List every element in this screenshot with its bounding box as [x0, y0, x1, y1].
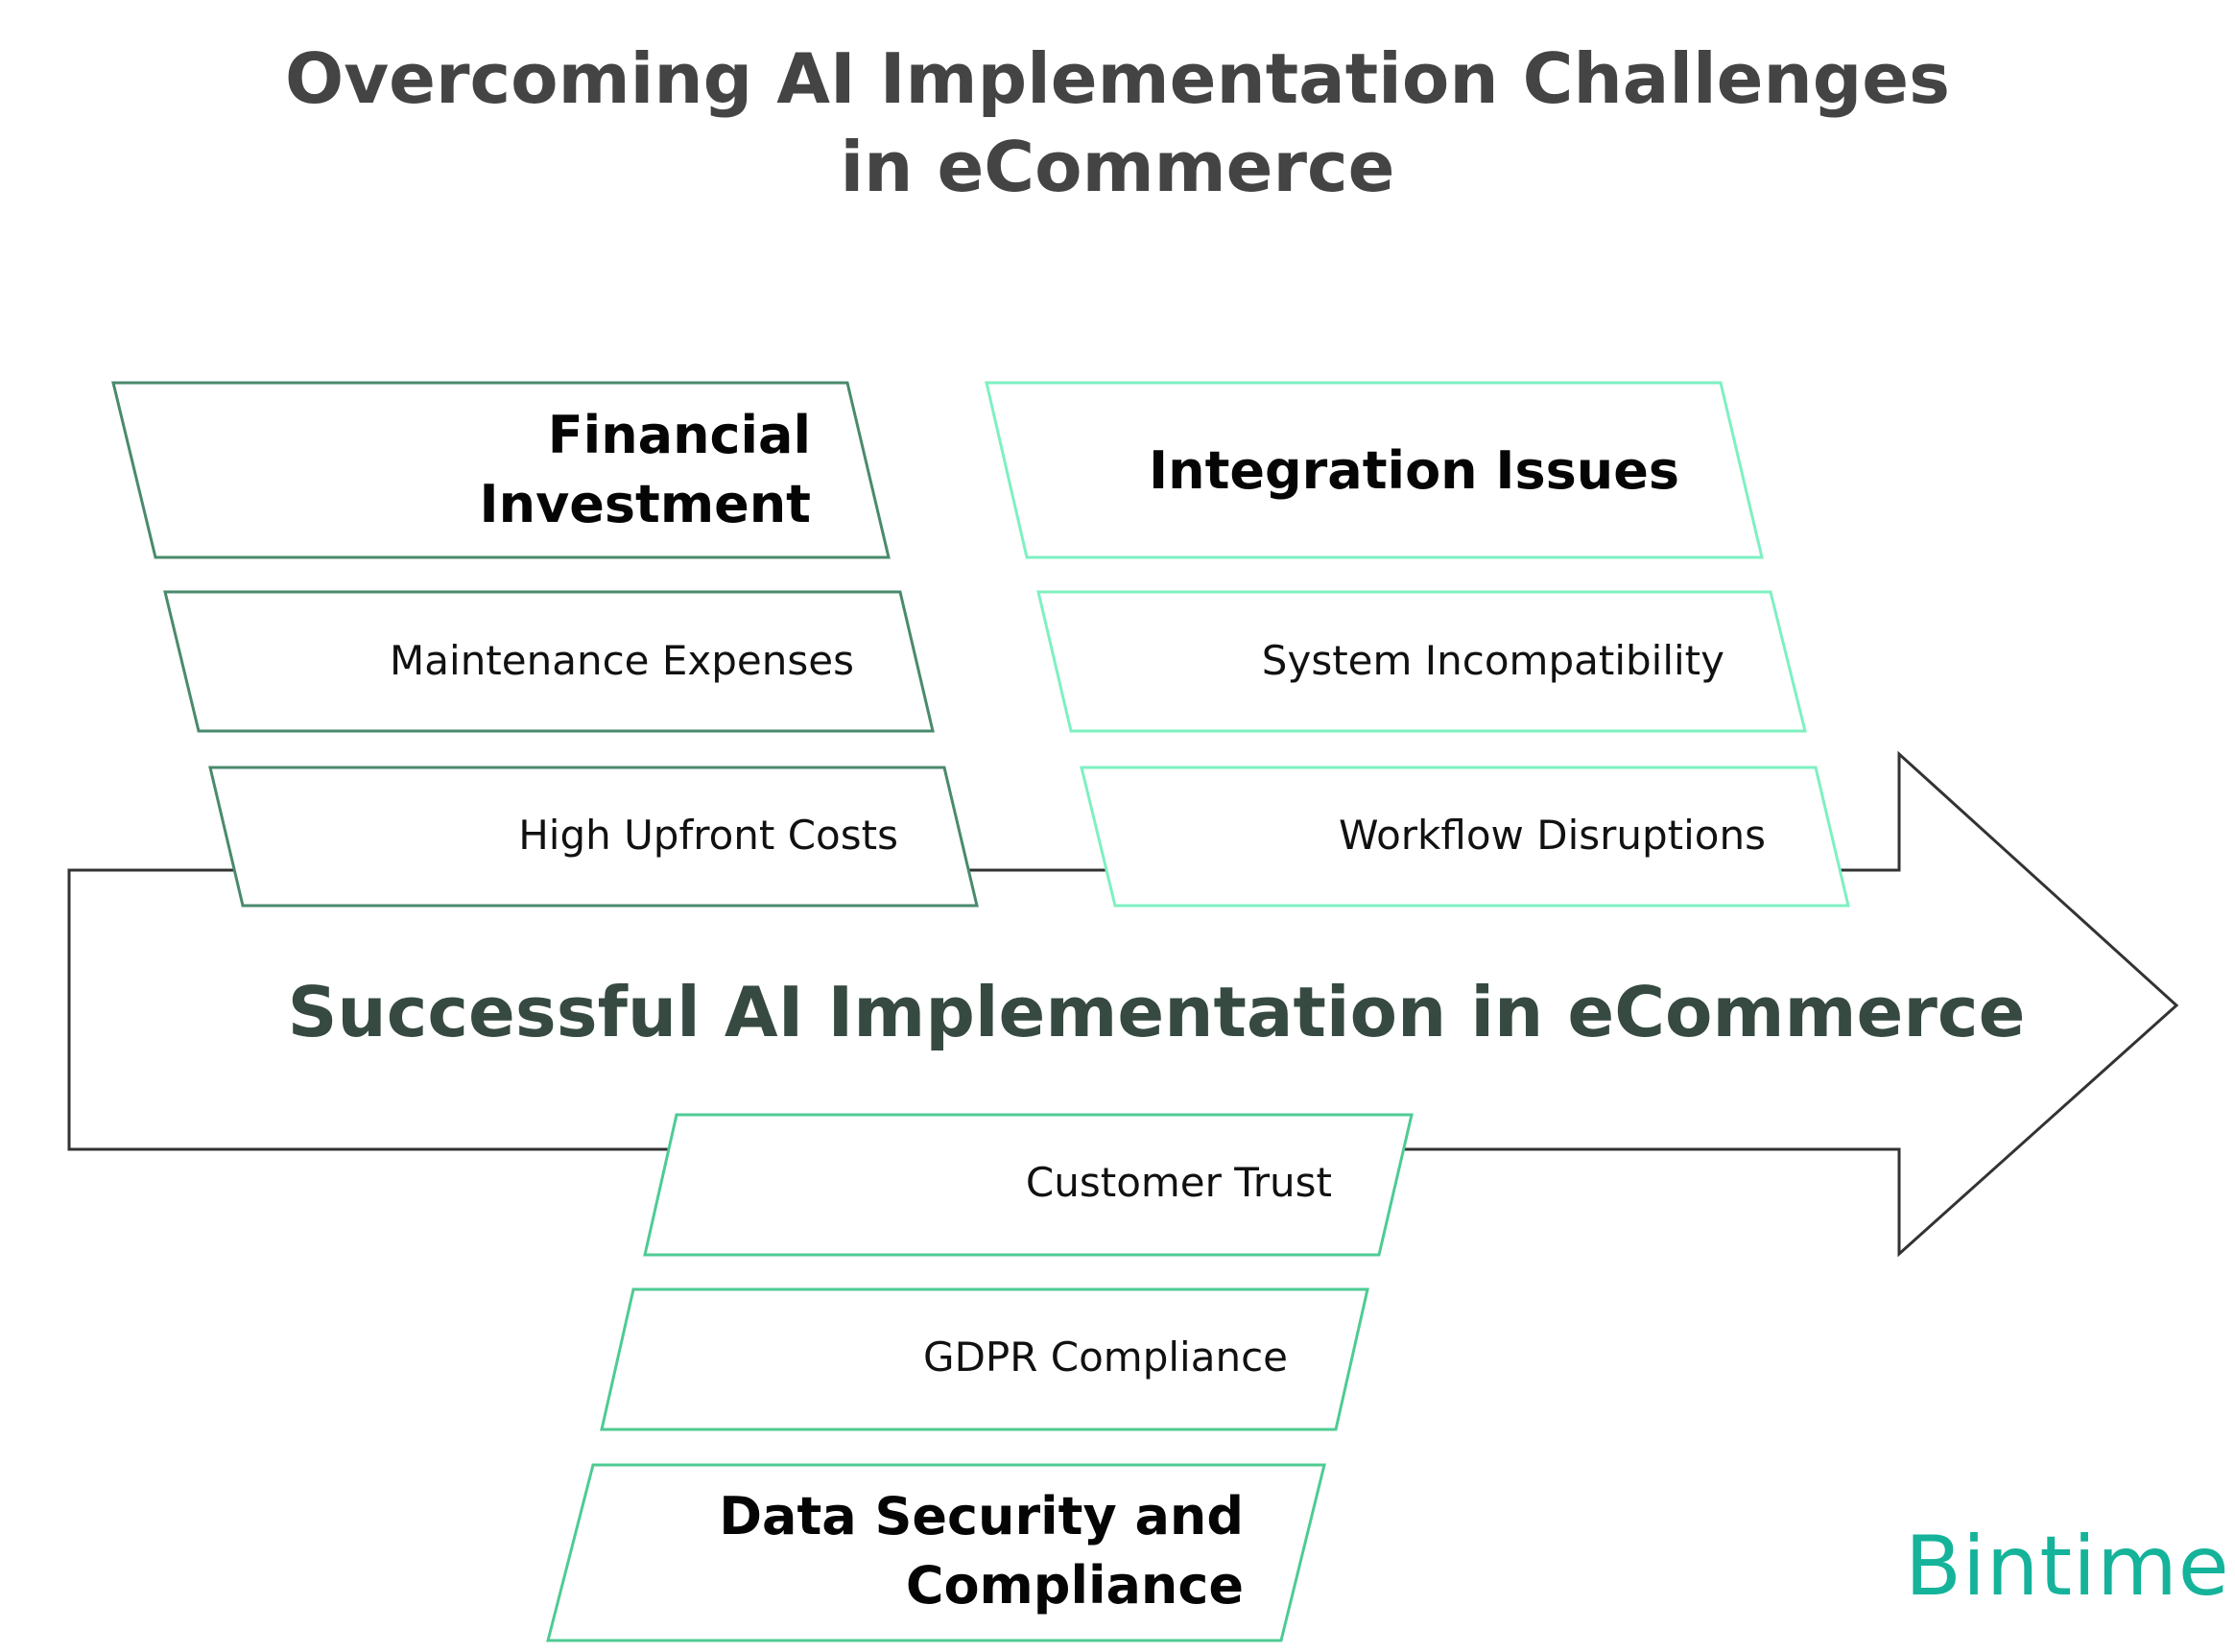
integration-issues-heading: Integration Issues: [1056, 437, 1679, 506]
high-upfront-costs-label: High Upfront Costs: [518, 812, 898, 859]
gdpr-compliance-box: [600, 1287, 1369, 1431]
maintenance-expenses-box: [163, 590, 935, 733]
system-incompatibility-label: System Incompatibility: [1261, 637, 1724, 684]
system-incompatibility-box: [1036, 590, 1807, 733]
heading-line-2: Investment: [479, 474, 811, 534]
gdpr-compliance-label: GDPR Compliance: [923, 1333, 1288, 1381]
heading-line-1: Financial: [547, 405, 811, 465]
customer-trust-label: Customer Trust: [1025, 1159, 1332, 1206]
data-security-compliance-box: [546, 1463, 1326, 1642]
heading-line-2: Compliance: [905, 1555, 1244, 1616]
integration-issues-box: [985, 381, 1764, 559]
heading-line-1: Data Security and: [719, 1486, 1244, 1546]
page-title: Overcoming AI Implementation Challenges …: [0, 35, 2235, 211]
workflow-disruptions-label: Workflow Disruptions: [1339, 812, 1766, 859]
heading-line-1: Integration Issues: [1149, 440, 1679, 501]
financial-investment-heading: Financial Investment: [288, 401, 811, 539]
maintenance-expenses-label: Maintenance Expenses: [390, 637, 854, 684]
title-line-1: Overcoming AI Implementation Challenges: [285, 38, 1950, 119]
data-security-compliance-heading: Data Security and Compliance: [614, 1482, 1244, 1620]
workflow-disruptions-box: [1080, 766, 1850, 908]
high-upfront-costs-box: [208, 766, 979, 908]
central-arrow-label: Successful AI Implementation in eCommerc…: [287, 972, 2026, 1052]
bintime-logo: Bintime: [1905, 1519, 2230, 1615]
financial-investment-box: [111, 381, 891, 559]
title-line-2: in eCommerce: [840, 127, 1395, 207]
customer-trust-box: [643, 1113, 1414, 1257]
